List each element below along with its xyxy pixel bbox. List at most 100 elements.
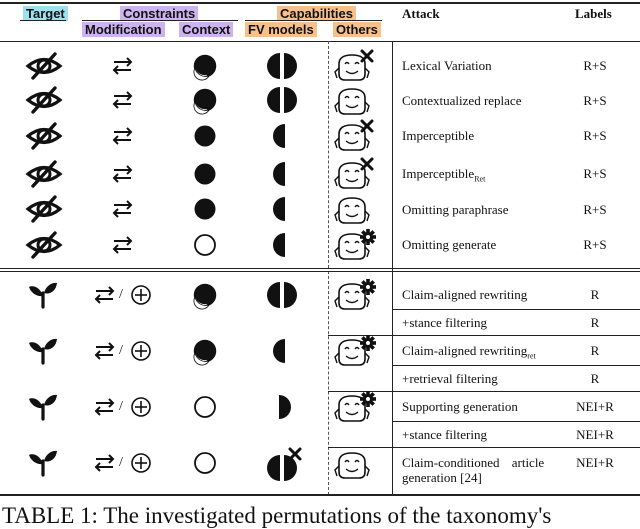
swap-arrows-icon [113, 236, 132, 254]
attack-name-main: Imperceptible [402, 166, 475, 181]
attack-name: +retrieval filtering [402, 371, 498, 386]
attack-name-continued: generation [24] [402, 470, 482, 485]
header-target: Target [23, 6, 68, 21]
attack-label: R+S [583, 58, 607, 73]
header-capabilities: Capabilities [277, 6, 356, 21]
split-circle-icon [267, 53, 297, 79]
split-circle-icon [267, 282, 297, 308]
attack-label: R [590, 315, 600, 330]
others-column-divider-top [328, 41, 329, 268]
circle-filled-icon [194, 125, 216, 147]
eye-slash-icon [26, 195, 62, 223]
eye-slash-icon [26, 52, 62, 80]
attack-label: NEI+R [576, 455, 614, 470]
attack-label: R+S [583, 237, 607, 252]
attack-label: R+S [583, 128, 607, 143]
header-attack: Attack [402, 6, 440, 21]
robot-gear-icon [334, 279, 376, 310]
circle-empty-icon [194, 396, 216, 418]
plus-circle-icon [131, 453, 151, 473]
robot-icon [334, 88, 370, 115]
circle-empty-icon [194, 234, 216, 256]
robot-gear-icon [334, 335, 376, 366]
attack-name: Omitting paraphrase [402, 202, 509, 217]
eye-slash-icon [26, 160, 62, 188]
robot-x-icon [334, 49, 374, 81]
header-constraints: Constraints [120, 6, 199, 21]
swap-arrows-icon [95, 286, 114, 304]
attack-label: NEI+R [576, 399, 614, 414]
half-circle-left-icon [273, 339, 285, 363]
others-column-divider-bottom [328, 271, 329, 495]
circle-filled-icon [194, 198, 216, 220]
swap-arrows-icon [113, 91, 132, 109]
attack-name: +stance filtering [402, 315, 487, 330]
swap-arrows-icon [113, 200, 132, 218]
circle-mostly-filled-icon [193, 88, 217, 115]
attack-label: R+S [583, 202, 607, 217]
circle-mostly-filled-icon [193, 54, 217, 81]
sprout-icon [27, 281, 59, 309]
attack-name-main: Claim-aligned rewriting [402, 343, 528, 358]
header-others: Others [333, 22, 381, 37]
swap-arrows-icon [95, 342, 114, 360]
circle-filled-icon [194, 163, 216, 185]
robot-gear-icon [334, 229, 376, 260]
sprout-icon [27, 449, 59, 477]
half-circle-right-icon [279, 395, 291, 419]
plus-circle-icon [131, 341, 151, 361]
robot-icon [334, 452, 370, 479]
swap-arrows-icon [113, 165, 132, 183]
attack-label: R [590, 287, 600, 302]
slash-separator: / [119, 399, 123, 414]
attack-label: R [590, 343, 600, 358]
header-labels: Labels [575, 6, 612, 21]
robot-x-icon [334, 119, 374, 151]
half-circle-left-icon [273, 233, 285, 257]
swap-arrows-icon [113, 57, 132, 75]
attack-name: Claim-aligned rewriting [402, 287, 528, 302]
slash-separator: / [119, 455, 123, 470]
eye-slash-icon [26, 86, 62, 114]
attack-name: Imperceptible [402, 128, 475, 143]
header-fv-models: FV models [245, 22, 317, 37]
split-circle-x-icon [267, 447, 302, 481]
attack-name: Claim-conditioned article [402, 455, 545, 470]
attack-name-sub: Ret [474, 174, 486, 184]
half-circle-left-icon [273, 124, 285, 148]
sprout-icon [27, 337, 59, 365]
attack-name-sub: ret [527, 351, 536, 361]
slash-separator: / [119, 343, 123, 358]
attack-label: R+S [583, 166, 607, 181]
attack-label: NEI+R [576, 427, 614, 442]
swap-arrows-icon [95, 454, 114, 472]
attack-name: +stance filtering [402, 427, 487, 442]
split-circle-icon [267, 87, 297, 113]
sprout-icon [27, 393, 59, 421]
attack-name: Supporting generation [402, 399, 518, 414]
eye-slash-icon [26, 231, 62, 259]
attack-label: R [590, 371, 600, 386]
circle-mostly-filled-icon [193, 283, 217, 310]
robot-gear-icon [334, 391, 376, 422]
header-context: Context [179, 22, 234, 37]
swap-arrows-icon [113, 127, 132, 145]
header-modification: Modification [82, 22, 165, 37]
swap-arrows-icon [95, 398, 114, 416]
attack-name: Contextualized replace [402, 93, 522, 108]
plus-circle-icon [131, 397, 151, 417]
eye-slash-icon [26, 122, 62, 150]
attack-label: R+S [583, 93, 607, 108]
table-caption: TABLE 1: The investigated permutations o… [2, 503, 552, 528]
half-circle-left-icon [273, 162, 285, 186]
circle-empty-icon [194, 452, 216, 474]
plus-circle-icon [131, 285, 151, 305]
robot-x-icon [334, 157, 374, 189]
attack-name: Claim-aligned rewritingret [402, 343, 536, 361]
half-circle-left-icon [273, 197, 285, 221]
attack-name: Omitting generate [402, 237, 497, 252]
attack-name: ImperceptibleRet [402, 166, 485, 184]
circle-mostly-filled-icon [193, 339, 217, 366]
robot-icon [334, 197, 370, 224]
attack-name: Lexical Variation [402, 58, 492, 73]
